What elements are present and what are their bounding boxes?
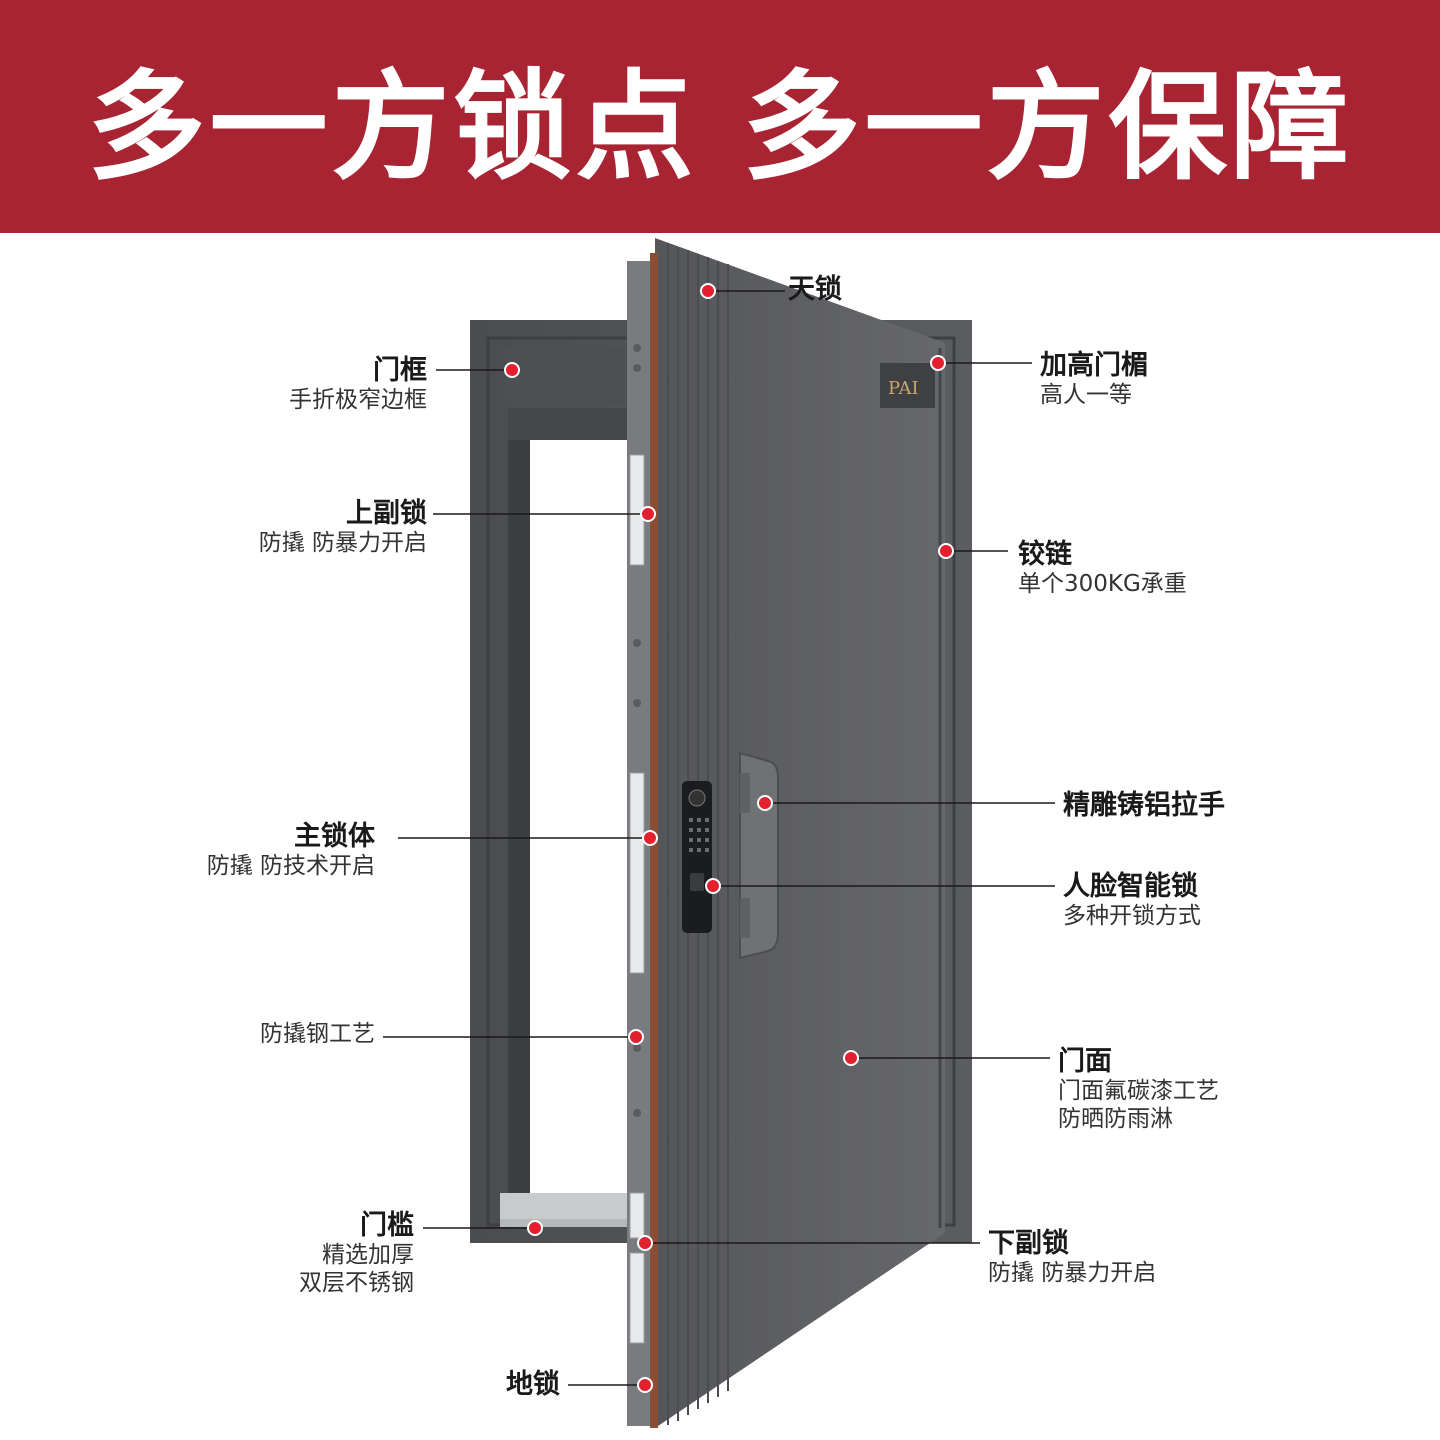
- callout-di-suo: 地锁: [506, 1369, 560, 1401]
- callout-title: 门面: [1058, 1046, 1112, 1077]
- callout-la-shou: 精雕铸铝拉手: [1063, 790, 1225, 822]
- callout-desc: 防撬 防暴力开启: [988, 1260, 1157, 1287]
- callout-desc: 防晒防雨淋: [1058, 1105, 1173, 1132]
- callout-title: 精雕铸铝拉手: [1063, 790, 1225, 821]
- callout-desc: 防撬 防暴力开启: [258, 530, 427, 557]
- callout-zhu-suo-ti: 主锁体 防撬 防技术开启: [207, 821, 375, 881]
- threshold: [500, 1193, 640, 1223]
- callout-title: 门槛: [360, 1210, 414, 1241]
- leader-lines: [383, 290, 1055, 1386]
- callout-jiao-lian: 铰链 单个300KG承重: [1018, 539, 1187, 599]
- callout-title: 人脸智能锁: [1063, 871, 1198, 902]
- callout-desc: 双层不锈钢: [299, 1269, 414, 1296]
- callout-xia-fu-suo: 下副锁 防撬 防暴力开启: [988, 1228, 1156, 1288]
- callout-title: 门框: [373, 355, 427, 386]
- callout-desc: 防撬 防技术开启: [206, 853, 375, 880]
- header-banner: 多一方锁点 多一方保障: [0, 0, 1440, 233]
- callout-men-kuang: 门框 手折极窄边框: [289, 355, 427, 415]
- banner-title: 多一方锁点 多一方保障: [87, 58, 1353, 196]
- callout-desc: 精选加厚: [322, 1242, 414, 1269]
- callout-men-mian: 门面 门面氟碳漆工艺 防晒防雨淋: [1058, 1046, 1219, 1134]
- callout-desc: 门面氟碳漆工艺: [1058, 1078, 1219, 1105]
- callout-desc: 手折极窄边框: [289, 387, 427, 414]
- callout-desc: 多种开锁方式: [1063, 903, 1201, 930]
- callout-tian-suo: 天锁: [788, 274, 842, 306]
- callout-desc: 高人一等: [1040, 382, 1132, 409]
- callout-jia-gao-men-mei: 加高门楣 高人一等: [1040, 350, 1148, 410]
- callout-desc: 防撬钢工艺: [260, 1021, 375, 1047]
- brand-mark: PAI: [888, 378, 919, 399]
- callout-title: 加高门楣: [1040, 350, 1148, 381]
- callout-title: 地锁: [506, 1369, 560, 1400]
- marker-dots: [504, 283, 954, 1393]
- door-illustration: PAI: [383, 238, 1055, 1428]
- product-diagram: PAI: [0, 233, 1440, 1440]
- callout-title: 天锁: [788, 274, 842, 305]
- callout-ren-lian-suo: 人脸智能锁 多种开锁方式: [1063, 871, 1201, 931]
- lock-bolts: [629, 454, 645, 1344]
- callout-title: 铰链: [1018, 539, 1072, 570]
- callout-men-kan: 门槛 精选加厚 双层不锈钢: [299, 1210, 414, 1298]
- door-opening: [527, 438, 637, 1198]
- callout-desc: 单个300KG承重: [1018, 571, 1187, 598]
- callout-title: 上副锁: [346, 498, 427, 529]
- brand-badge: [880, 363, 935, 408]
- callout-title: 主锁体: [294, 821, 375, 852]
- callout-shang-fu-suo: 上副锁 防撬 防暴力开启: [259, 498, 427, 558]
- callout-fang-qiao-gang: 防撬钢工艺: [260, 1021, 375, 1049]
- callout-title: 下副锁: [988, 1228, 1069, 1259]
